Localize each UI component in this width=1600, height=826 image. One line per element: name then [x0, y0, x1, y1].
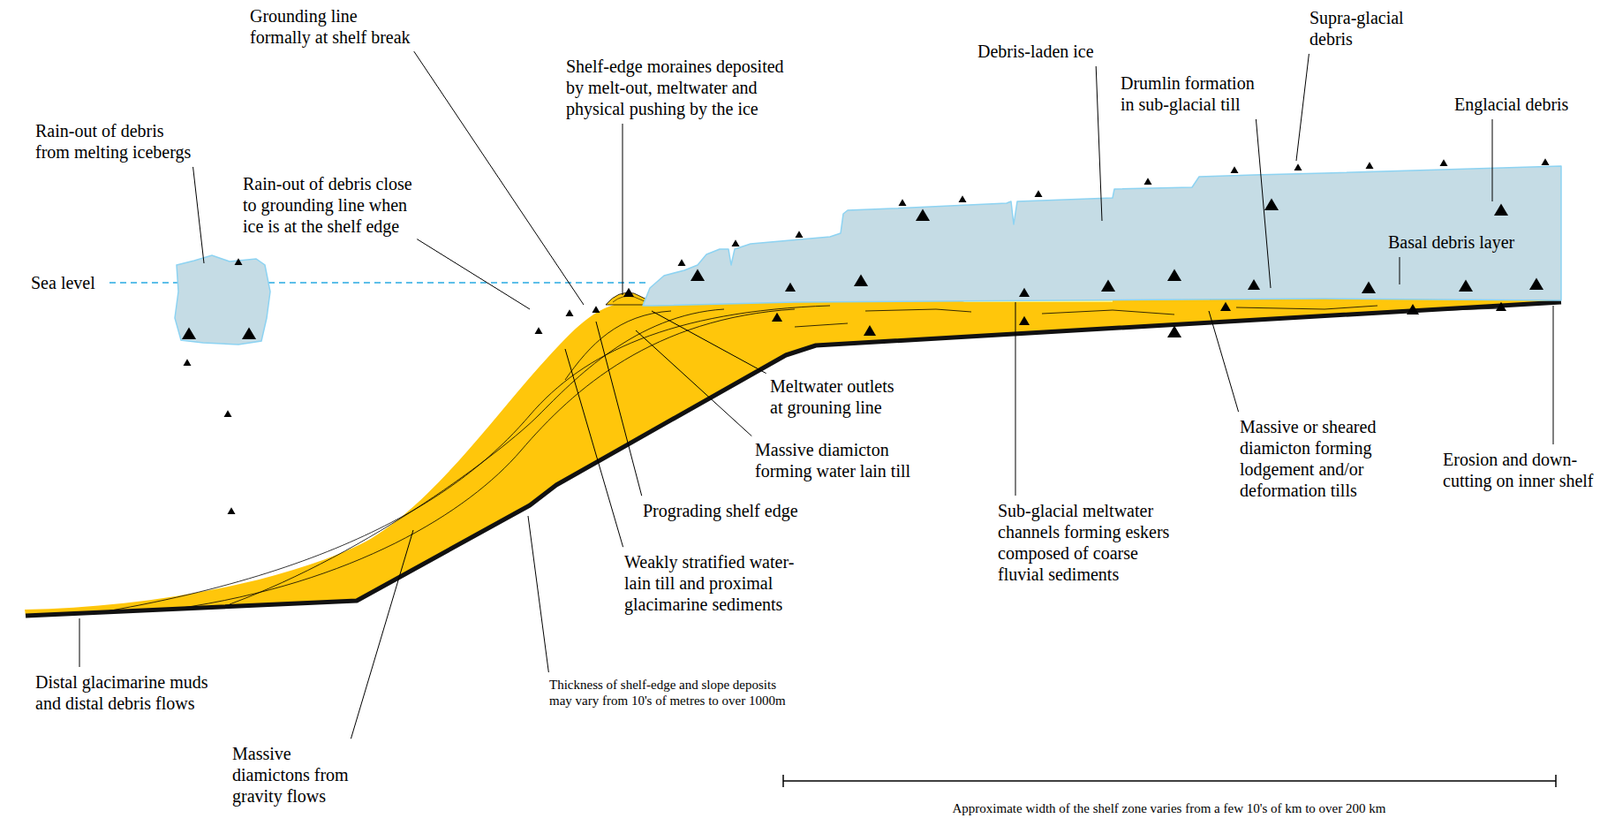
debris-clast — [234, 257, 243, 265]
callout-label: Massive or sheared diamicton forming lod… — [1239, 415, 1378, 501]
leader-line — [1553, 305, 1555, 445]
leader-line — [193, 166, 204, 264]
leader-line — [565, 348, 624, 547]
debris-clast — [1294, 163, 1303, 171]
debris-clast — [535, 326, 544, 334]
callout-label: Weakly stratified water-lain till and pr… — [624, 550, 796, 615]
debris-clast — [566, 309, 574, 317]
debris-clast — [1247, 279, 1261, 290]
callout-label: Erosion and down-cutting on inner shelf — [1442, 448, 1595, 491]
leader-line — [528, 515, 549, 672]
debris-clast — [1264, 197, 1279, 211]
leader-line — [1399, 256, 1401, 285]
leader-line — [350, 529, 414, 739]
debris-clast — [592, 305, 601, 313]
debris-clast — [1458, 279, 1473, 292]
callout-label: Approximate width of the shelf zone vari… — [952, 800, 1389, 816]
debris-clast — [224, 409, 233, 417]
debris-clast — [241, 326, 257, 340]
leader-line — [596, 321, 642, 496]
sediment-body — [24, 296, 1562, 616]
callout-label: Sea level — [30, 271, 98, 294]
debris-clast — [898, 198, 907, 206]
debris-clasts — [181, 158, 1550, 514]
debris-clast — [1167, 268, 1182, 281]
scale-bar — [783, 774, 1556, 787]
leader-line — [1095, 66, 1102, 221]
debris-clast — [678, 258, 687, 266]
callout-label: Grounding line formally at shelf break — [249, 5, 412, 48]
debris-clast — [795, 230, 804, 238]
leader-line — [1208, 310, 1239, 412]
leader-line — [416, 239, 530, 310]
debris-clast — [853, 273, 868, 287]
leader-line — [79, 618, 81, 667]
callout-label: Debris-laden ice — [977, 40, 1096, 62]
callout-label: Prograding shelf edge — [642, 499, 800, 521]
leader-line — [1015, 301, 1017, 496]
debris-clast — [1167, 324, 1182, 338]
callout-label: Englacial debris — [1454, 93, 1571, 115]
callout-label: Rain-out of debris from melting icebergs — [35, 120, 193, 163]
debris-clast — [1494, 203, 1509, 216]
debris-clast — [1101, 279, 1116, 292]
callout-label: Basal debris layer — [1388, 231, 1517, 253]
debris-clast — [1541, 158, 1550, 166]
debris-clast — [1018, 287, 1030, 297]
debris-clast — [183, 358, 192, 366]
debris-clast — [1366, 161, 1374, 169]
leader-line — [651, 310, 767, 374]
debris-clast — [1440, 158, 1449, 167]
callout-label: Rain-out of debris close to grounding li… — [242, 173, 414, 237]
callout-label: Thickness of shelf-edge and slope deposi… — [549, 676, 787, 709]
leader-line — [635, 330, 752, 437]
debris-clast — [1220, 301, 1231, 311]
leader-line — [1296, 53, 1309, 161]
callout-label: Supra-glacial debris — [1309, 7, 1404, 50]
debris-clast — [732, 239, 740, 247]
callout-label: Massive diamictons from gravity flows — [232, 742, 350, 807]
debris-clast — [958, 195, 967, 203]
debris-clast — [915, 208, 930, 221]
callout-label: Sub-glacial meltwater channels forming e… — [997, 499, 1170, 585]
ice-sheet — [642, 166, 1562, 306]
leader-line — [622, 123, 624, 295]
debris-clast — [227, 506, 236, 514]
callout-label: Meltwater outlets at grouning line — [769, 375, 895, 418]
debris-clast — [784, 282, 796, 292]
callout-label: Distal glacimarine muds and distal debri… — [35, 671, 209, 714]
debris-clast — [1406, 303, 1419, 315]
bedrock-line — [25, 301, 1562, 616]
debris-clast — [181, 326, 197, 340]
iceberg — [174, 255, 271, 345]
callout-label: Drumlin formation in sub-glacial till — [1120, 72, 1256, 115]
debris-clast — [1230, 166, 1239, 174]
debris-clast — [1529, 277, 1544, 290]
debris-clast — [623, 287, 634, 297]
callout-label: Shelf-edge moraines deposited by melt-ou… — [566, 55, 785, 120]
debris-clast — [1361, 280, 1376, 294]
debris-clast — [863, 324, 876, 336]
leader-line — [414, 51, 584, 305]
debris-clast — [771, 312, 783, 322]
leader-line — [1255, 119, 1271, 288]
debris-clast — [1018, 316, 1030, 325]
debris-clast — [1034, 189, 1043, 197]
debris-clast — [1144, 177, 1153, 185]
callout-label: Massive diamicton forming water lain til… — [754, 438, 912, 482]
debris-clast — [690, 268, 705, 281]
debris-clast — [1495, 301, 1507, 311]
leader-line — [1492, 119, 1494, 202]
leader-lines — [79, 51, 1554, 739]
